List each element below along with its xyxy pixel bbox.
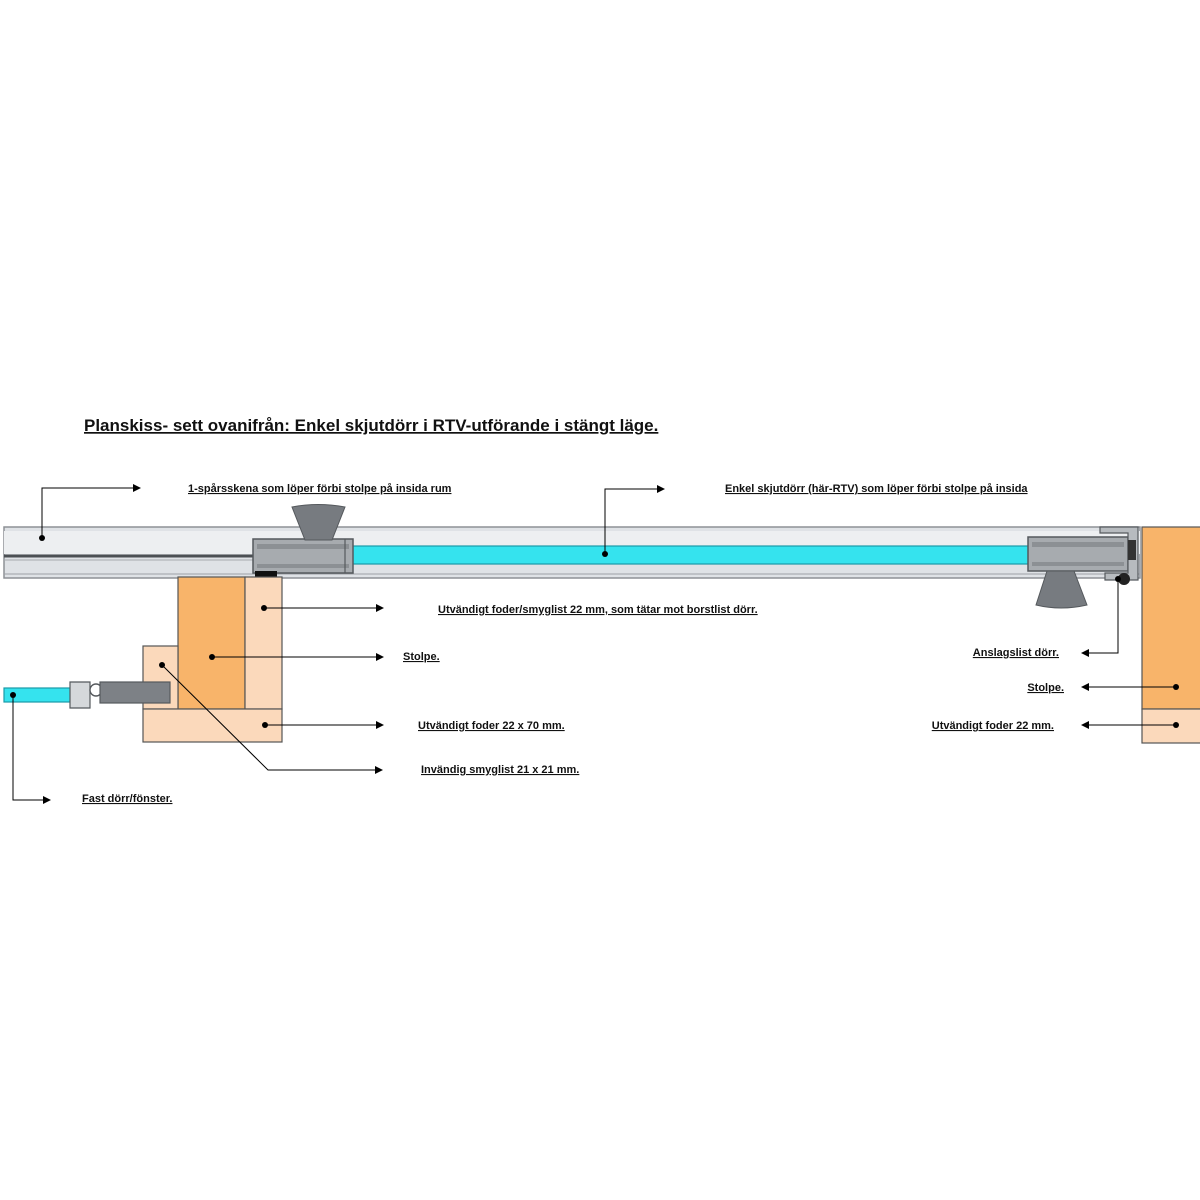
label-door: Enkel skjutdörr (här-RTV) som löper förb…: [725, 483, 1028, 495]
post-right: [1141, 526, 1200, 710]
door-profile-left: [252, 538, 354, 574]
outer-trim-bottom-left: [142, 708, 283, 743]
label-post-left: Stolpe.: [403, 651, 440, 663]
door-handle-left: [291, 504, 346, 541]
door-seal-left: [255, 571, 277, 577]
label-outer-trim-left: Utvändigt foder 22 x 70 mm.: [418, 720, 565, 732]
leader-fixed-door: [12, 695, 51, 804]
door-glass: [344, 545, 1046, 565]
label-rail: 1-spårsskena som löper förbi stolpe på i…: [188, 483, 452, 495]
stop-profile: [1099, 526, 1139, 585]
label-inner-trim: Invändig smyglist 21 x 21 mm.: [421, 764, 579, 776]
outer-trim-right: [1141, 708, 1200, 744]
outer-trim-seal-left: [244, 576, 283, 710]
door-handle-right: [1035, 570, 1088, 609]
leader-inner-trim: [161, 664, 383, 774]
label-outer-trim-seal: Utvändigt foder/smyglist 22 mm, som täta…: [438, 604, 758, 616]
leader-door: [604, 485, 665, 554]
label-post-right: Stolpe.: [1027, 682, 1064, 694]
fixed-door-profile: [69, 681, 171, 709]
leader-stop-strip: [1081, 579, 1119, 657]
label-fixed-door: Fast dörr/fönster.: [82, 793, 172, 805]
label-outer-trim-right: Utvändigt foder 22 mm.: [932, 720, 1054, 732]
page-title: Planskiss- sett ovanifrån: Enkel skjutdö…: [84, 416, 658, 435]
door-profile-right: [1027, 536, 1129, 572]
leader-rail: [41, 484, 141, 538]
post-left: [177, 576, 246, 710]
label-stop-strip: Anslagslist dörr.: [973, 647, 1059, 659]
